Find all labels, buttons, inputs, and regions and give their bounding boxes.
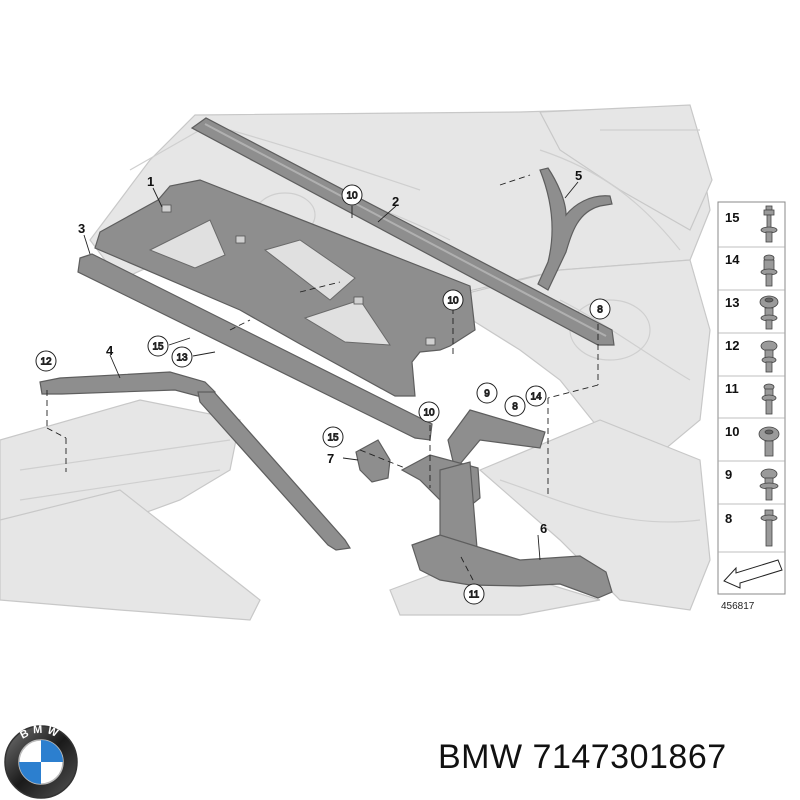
bolt-icon <box>758 426 780 457</box>
svg-text:8: 8 <box>725 511 732 526</box>
svg-text:10: 10 <box>725 424 739 439</box>
callout-3: 3 <box>78 221 85 236</box>
circled-callouts: 10 10 10 8 9 8 14 12 15 13 15 11 <box>35 184 611 605</box>
svg-text:9: 9 <box>484 389 490 400</box>
svg-text:15: 15 <box>327 433 339 444</box>
circled-callout-8-center: 8 <box>504 395 526 417</box>
bolt-icon <box>760 340 778 373</box>
callout-5: 5 <box>575 168 582 183</box>
circled-callout-14: 14 <box>525 385 547 407</box>
callout-labels: 1 2 3 4 5 6 7 <box>78 168 582 536</box>
circled-callout-9: 9 <box>476 382 498 404</box>
svg-text:14: 14 <box>530 392 542 403</box>
svg-text:10: 10 <box>346 191 358 202</box>
circled-callout-8-right: 8 <box>589 298 611 320</box>
part-7-small-bracket <box>355 439 391 483</box>
svg-text:10: 10 <box>423 408 435 419</box>
circled-callout-15-lower: 15 <box>322 426 344 448</box>
fastener-legend: 15 14 13 12 11 <box>717 201 786 612</box>
legend-row-10: 10 <box>725 424 780 457</box>
callout-2: 2 <box>392 194 399 209</box>
legend-row-8: 8 <box>725 509 778 547</box>
circled-callout-15-left: 15 <box>147 335 169 357</box>
dashed-leader-lines <box>46 174 599 581</box>
svg-text:8: 8 <box>597 305 603 316</box>
legend-row-12: 12 <box>725 338 778 373</box>
legend-row-15: 15 <box>725 205 778 243</box>
arrow-icon <box>723 559 783 589</box>
part-2-upper-cross-member <box>190 117 615 346</box>
callout-7: 7 <box>327 451 334 466</box>
leader-lines <box>83 181 579 561</box>
screw-icon <box>760 509 778 547</box>
screw-icon <box>760 254 778 287</box>
svg-text:13: 13 <box>725 295 739 310</box>
bmw-logo: BMW <box>4 724 78 799</box>
svg-text:11: 11 <box>725 381 739 396</box>
svg-text:15: 15 <box>152 342 164 353</box>
screw-icon <box>761 383 777 415</box>
svg-text:12: 12 <box>40 357 52 368</box>
legend-row-13: 13 <box>725 295 779 330</box>
part-6-lower-rail <box>411 534 613 599</box>
legend-row-14: 14 <box>725 252 778 287</box>
diagram-code: 456817 <box>721 601 755 612</box>
circled-callout-13: 13 <box>171 346 193 368</box>
callout-1: 1 <box>147 174 154 189</box>
callout-4: 4 <box>106 343 114 358</box>
part-number: 7147301867 <box>532 738 727 776</box>
circled-callout-10-lower: 10 <box>418 401 440 423</box>
svg-text:13: 13 <box>176 353 188 364</box>
svg-text:10: 10 <box>447 296 459 307</box>
part-number-caption: BMW 7147301867 <box>438 738 798 786</box>
screw-icon <box>760 205 778 243</box>
legend-row-9: 9 <box>725 467 779 501</box>
bolt-icon <box>759 468 779 501</box>
svg-text:15: 15 <box>725 210 739 225</box>
part-5-bracket <box>537 167 613 291</box>
circled-callout-11: 11 <box>463 583 485 605</box>
brand-name: BMW <box>438 738 523 776</box>
part-4-strut <box>39 371 351 551</box>
circled-callout-10-middle: 10 <box>442 289 464 311</box>
svg-text:11: 11 <box>469 590 480 601</box>
bolt-icon <box>759 295 779 330</box>
part-1-mount-holes <box>161 204 436 346</box>
circled-callout-12: 12 <box>35 350 57 372</box>
svg-text:12: 12 <box>725 338 739 353</box>
svg-text:8: 8 <box>512 402 518 413</box>
svg-text:14: 14 <box>725 252 740 267</box>
callout-6: 6 <box>540 521 547 536</box>
svg-text:9: 9 <box>725 467 732 482</box>
part-1-cutouts <box>148 219 391 346</box>
circled-callout-10-top: 10 <box>341 184 363 206</box>
legend-row-11: 11 <box>725 381 777 415</box>
